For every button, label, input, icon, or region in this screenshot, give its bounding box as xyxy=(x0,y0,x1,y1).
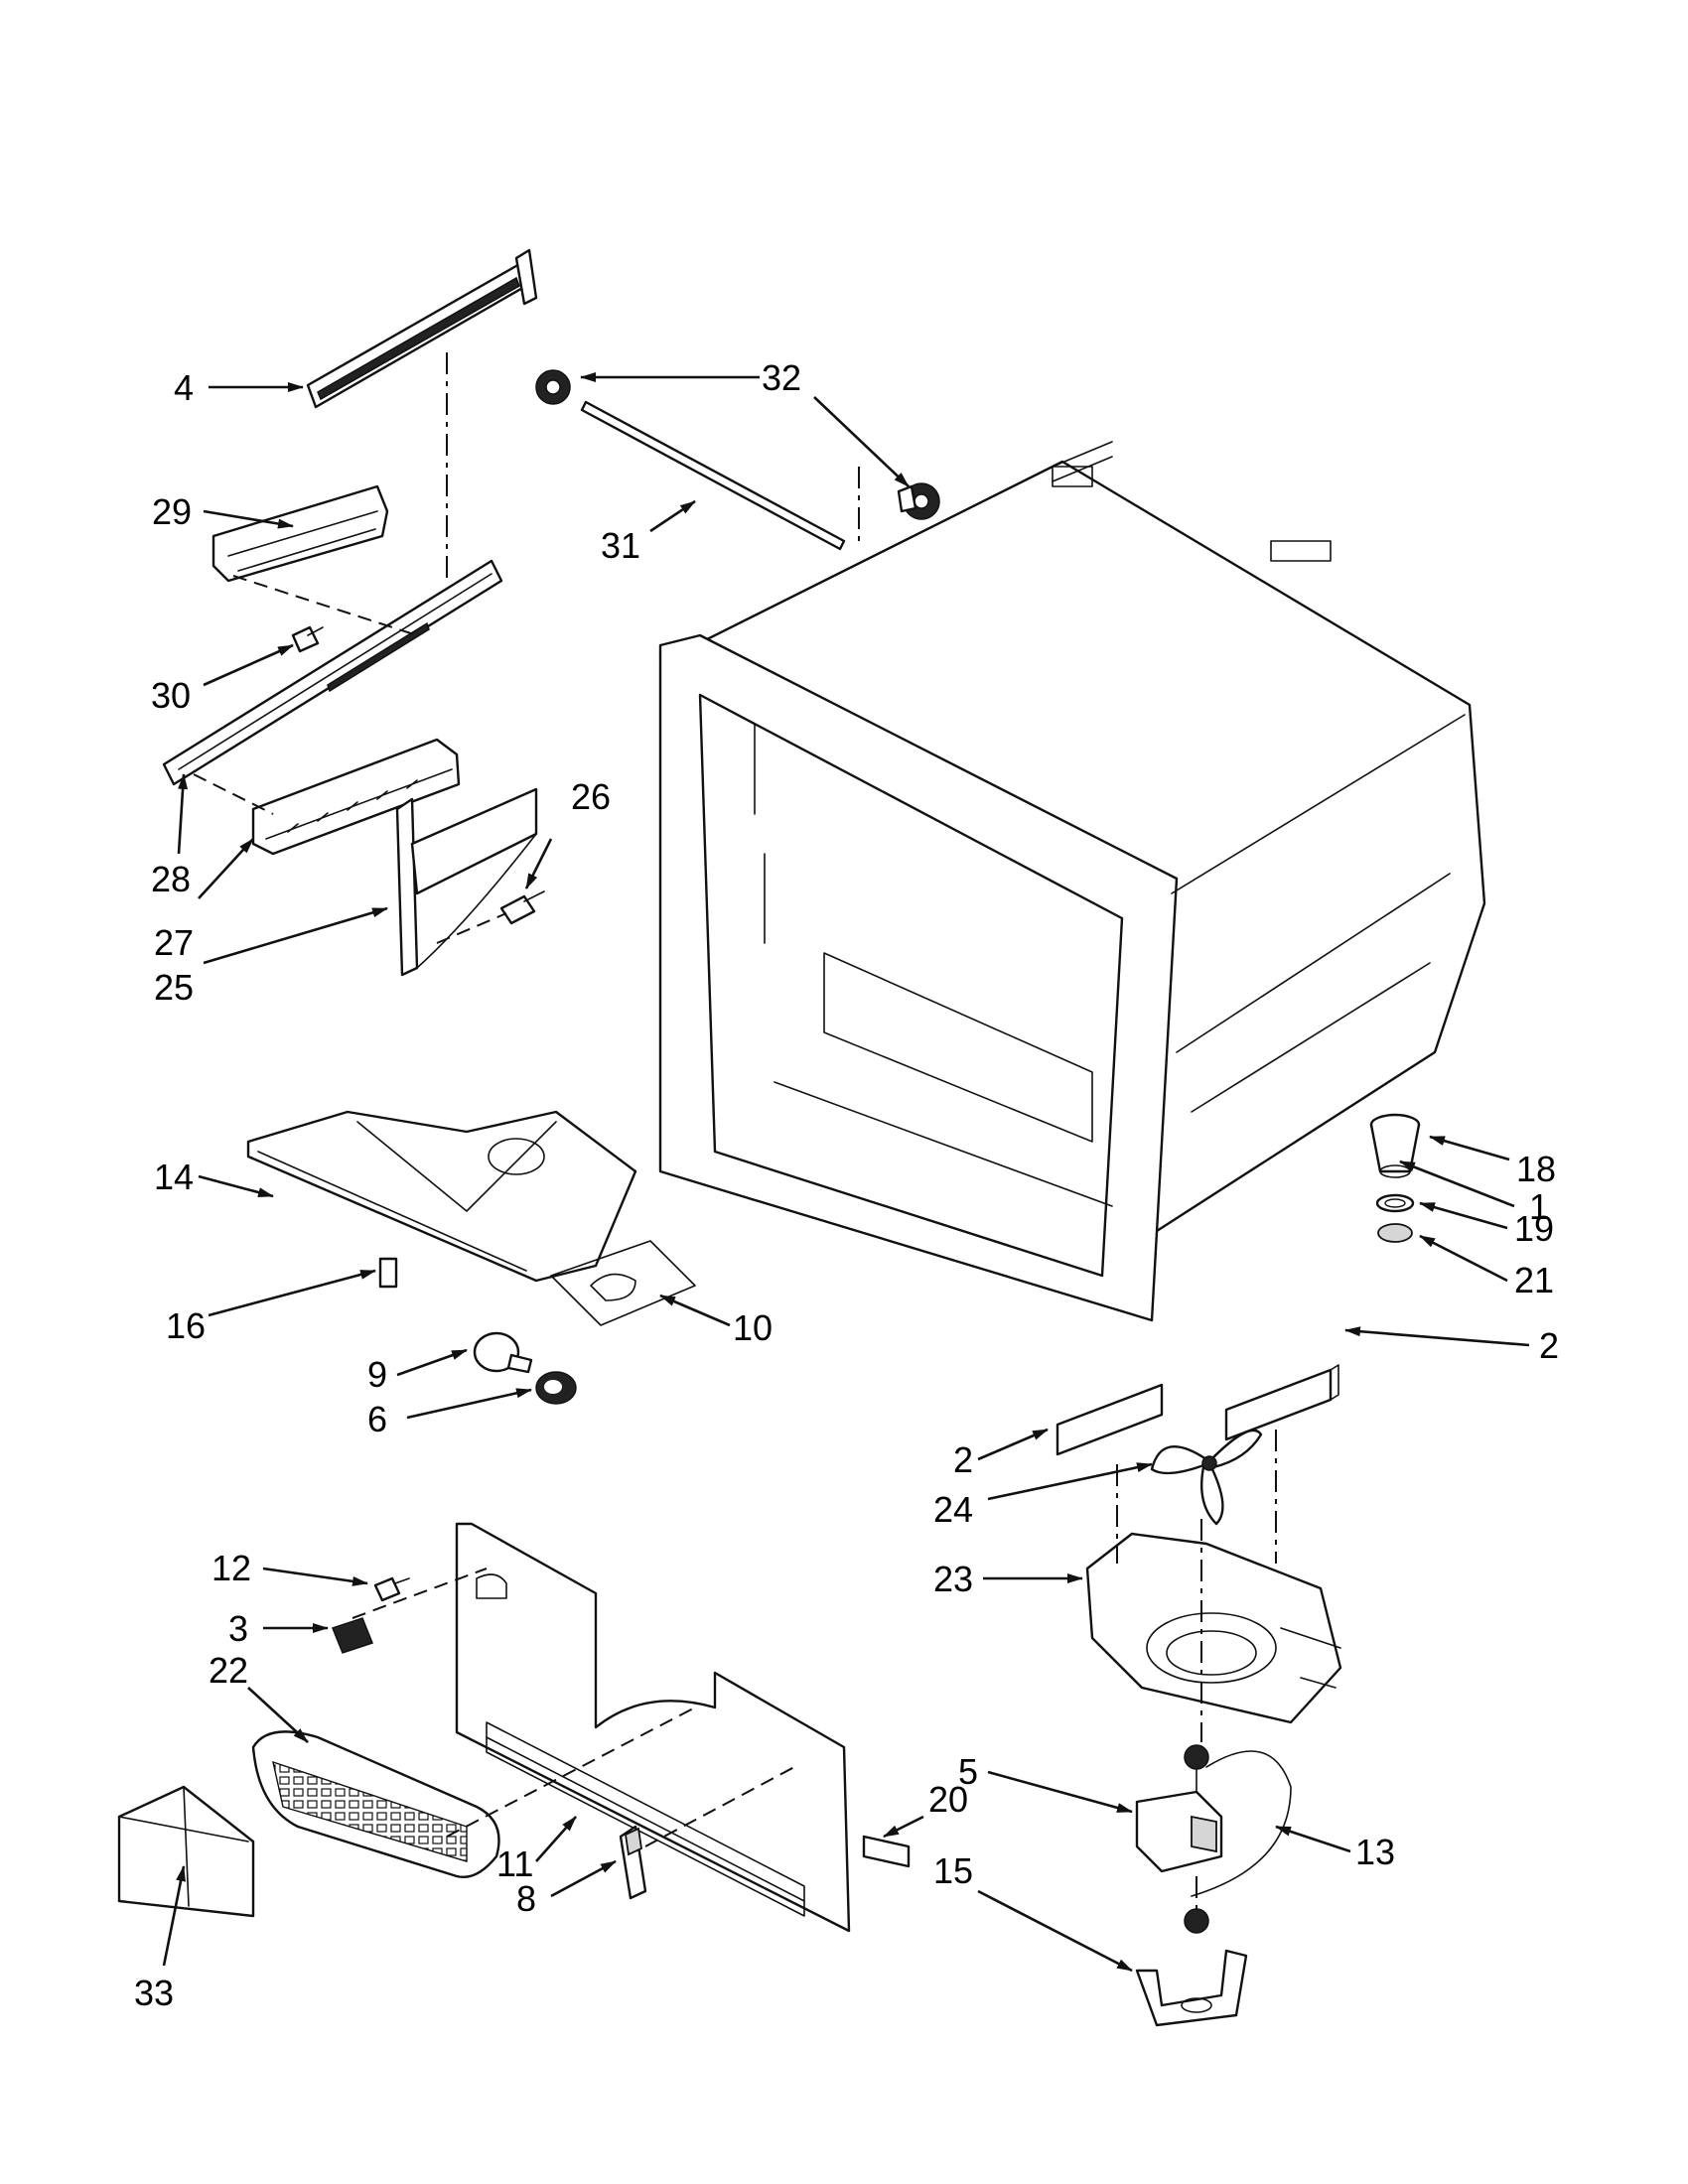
part-9-bulb xyxy=(473,1331,533,1374)
callout-26: 26 xyxy=(571,776,611,817)
callout-28: 28 xyxy=(151,859,191,899)
callout-16: 16 xyxy=(166,1305,206,1346)
callout-2-left: 2 xyxy=(953,1439,973,1480)
callout-19: 19 xyxy=(1514,1208,1554,1249)
callout-13: 13 xyxy=(1355,1832,1395,1872)
callout-27: 27 xyxy=(154,922,194,963)
part-32-gear-left xyxy=(535,369,571,405)
part-14-housing xyxy=(246,1110,637,1283)
part-19-o-ring xyxy=(1375,1193,1415,1213)
callout-31: 31 xyxy=(601,525,640,566)
part-2-block-right xyxy=(1224,1364,1339,1441)
part-26-screw xyxy=(499,890,545,925)
callout-2-right: 2 xyxy=(1539,1325,1559,1366)
part-33-cover xyxy=(117,1785,255,1918)
callout-4: 4 xyxy=(174,367,194,408)
callout-5: 5 xyxy=(958,1751,978,1792)
part-15-bracket xyxy=(1135,1908,1248,2027)
part-6-socket xyxy=(535,1371,577,1405)
part-8-thermistor xyxy=(619,1825,647,1900)
callout-10: 10 xyxy=(733,1307,773,1348)
part-32-gear-right xyxy=(897,482,940,520)
part-12-screw xyxy=(373,1576,410,1602)
callout-14: 14 xyxy=(154,1157,194,1197)
callout-1: 1 xyxy=(1529,1186,1549,1227)
part-31-shaft xyxy=(580,400,846,551)
callout-33: 33 xyxy=(134,1973,174,2013)
part-29-bracket xyxy=(211,484,389,583)
part-30-screw xyxy=(291,625,324,653)
part-3-clip xyxy=(332,1617,373,1654)
callout-15: 15 xyxy=(933,1850,973,1891)
part-2-block-left xyxy=(1055,1383,1164,1456)
callout-18: 18 xyxy=(1516,1149,1556,1189)
callout-24: 24 xyxy=(933,1489,973,1530)
part-13-wire-harness xyxy=(1191,1750,1292,1897)
part-1-cabinet-liner xyxy=(658,441,1486,1322)
callout-22: 22 xyxy=(209,1650,248,1691)
alignment-guides xyxy=(193,352,1277,1911)
part-21-washer xyxy=(1377,1223,1413,1243)
part-11-panel xyxy=(455,1522,851,1933)
part-16-switch xyxy=(378,1257,398,1289)
callout-23: 23 xyxy=(933,1559,973,1599)
part-22-grille xyxy=(251,1730,500,1878)
callout-8: 8 xyxy=(516,1878,536,1919)
callout-32: 32 xyxy=(762,357,801,398)
part-20-strip xyxy=(862,1835,911,1868)
callout-11: 11 xyxy=(496,1843,533,1884)
callout-12: 12 xyxy=(211,1548,251,1588)
part-5-motor xyxy=(1135,1744,1223,1873)
callout-30: 30 xyxy=(151,675,191,716)
callout-3: 3 xyxy=(228,1608,248,1649)
callout-21: 21 xyxy=(1514,1260,1554,1300)
part-18-fitting xyxy=(1369,1113,1421,1178)
part-25-panel xyxy=(395,787,538,977)
part-28-slide-rail xyxy=(162,559,503,786)
leader-arrows xyxy=(162,372,1530,1973)
part-4-rail xyxy=(306,248,538,409)
part-10-label xyxy=(550,1240,696,1326)
part-24-fan-blade xyxy=(1150,1429,1263,1526)
callout-labels: 4 32 29 31 30 26 28 27 25 14 1 18 19 21 … xyxy=(134,357,1559,2013)
callout-25: 25 xyxy=(154,967,194,1008)
callout-20: 20 xyxy=(928,1779,968,1820)
callout-6: 6 xyxy=(367,1399,387,1439)
callout-9: 9 xyxy=(367,1354,387,1395)
callout-29: 29 xyxy=(152,491,192,532)
part-23-shroud xyxy=(1085,1532,1342,1724)
